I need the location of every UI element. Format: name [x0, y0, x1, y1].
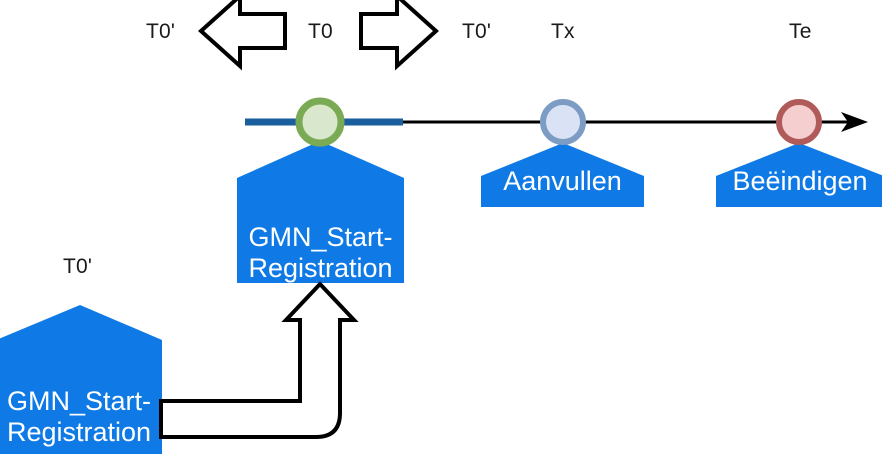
tick-label-t0-right: T0': [462, 20, 492, 43]
node-shape-gmn-start-registration[interactable]: [237, 141, 404, 283]
marker-t0-green[interactable]: [295, 97, 345, 147]
node-shape-gmn-start-registration-alt[interactable]: [0, 305, 162, 454]
marker-tx-blue[interactable]: [540, 99, 586, 145]
tick-label-t0-left: T0': [146, 20, 176, 43]
tick-label-t0-alt: T0': [63, 255, 93, 278]
node-shape-aanvullen[interactable]: [481, 143, 644, 207]
marker-te-red[interactable]: [776, 99, 822, 145]
tick-label-t0: T0: [308, 20, 333, 43]
tick-label-te: Te: [789, 20, 812, 43]
node-shape-beeindigen[interactable]: [716, 143, 882, 207]
shift-left-arrow-icon: [198, 0, 287, 71]
connector-alt-to-t0-arrow: [159, 281, 359, 439]
timeline-arrowhead-icon: [841, 112, 868, 132]
shift-right-arrow-icon: [359, 0, 439, 71]
tick-label-tx: Tx: [551, 20, 575, 43]
